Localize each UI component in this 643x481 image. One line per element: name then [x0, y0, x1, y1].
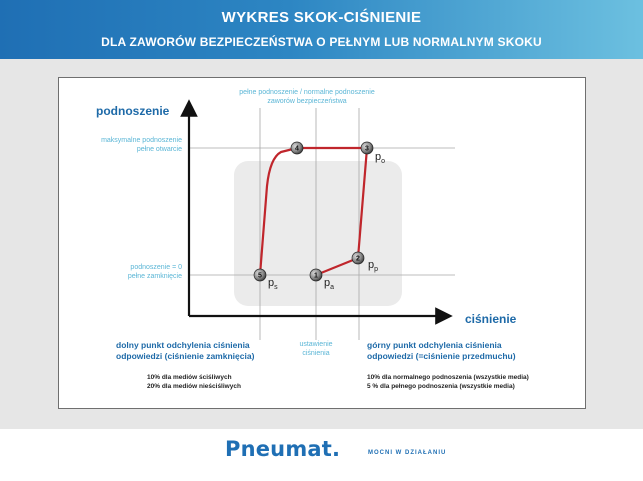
upper-deviation-heading: górny punkt odchylenia ciśnienia odpowie…: [367, 340, 516, 361]
svg-text:5: 5: [258, 273, 262, 280]
x-axis-title: ciśnienie: [465, 312, 517, 326]
top-lift-label: pełne podnoszenie / normalne podnoszenie…: [239, 89, 375, 105]
svg-text:1: 1: [314, 273, 318, 280]
operating-region-shade: [234, 161, 402, 306]
lower-deviation-heading: dolny punkt odchylenia ciśnienia odpowie…: [116, 340, 255, 361]
page-subtitle: DLA ZAWORÓW BEZPIECZEŃSTWA O PEŁNYM LUB …: [101, 35, 542, 49]
lift-pressure-diagram: 4 3 2 1 5 po pp pa ps: [180, 99, 455, 340]
diagram-panel: 4 3 2 1 5 po pp pa ps podnoszenie: [58, 77, 586, 409]
point-1: 1: [309, 268, 323, 282]
content-background: 4 3 2 1 5 po pp pa ps podnoszenie: [0, 59, 643, 429]
lift-curve: [258, 146, 369, 277]
svg-text:4: 4: [295, 146, 299, 153]
point-5: 5: [253, 268, 267, 282]
y-axis-title: podnoszenie: [96, 104, 170, 118]
point-3: 3: [360, 141, 374, 155]
label-po: po: [375, 151, 385, 165]
label-pp: pp: [368, 259, 378, 273]
point-4: 4: [290, 141, 304, 155]
svg-text:3: 3: [365, 146, 369, 153]
header-banner: WYKRES SKOK-CIŚNIENIE DLA ZAWORÓW BEZPIE…: [0, 0, 643, 59]
brand-tagline: MOCNI W DZIAŁANIU: [368, 450, 447, 456]
brand-logo: Pneumat.: [225, 437, 341, 461]
max-lift-label: maksymalne podnoszenie pełne otwarcie: [101, 137, 182, 153]
upper-deviation-notes: 10% dla normalnego podnoszenia (wszystki…: [367, 374, 529, 390]
lower-deviation-notes: 10% dla mediów ściśliwych 20% dla mediów…: [147, 374, 241, 390]
setpoint-label: ustawienie ciśnienia: [299, 341, 333, 357]
point-2: 2: [351, 251, 365, 265]
zero-lift-label: podnoszenie = 0 pełne zamknięcie: [127, 264, 182, 280]
label-ps: ps: [268, 277, 278, 291]
page-title: WYKRES SKOK-CIŚNIENIE: [221, 9, 422, 26]
label-pa: pa: [324, 277, 334, 291]
footer: Pneumat. MOCNI W DZIAŁANIU: [0, 429, 643, 481]
svg-text:2: 2: [356, 256, 360, 263]
